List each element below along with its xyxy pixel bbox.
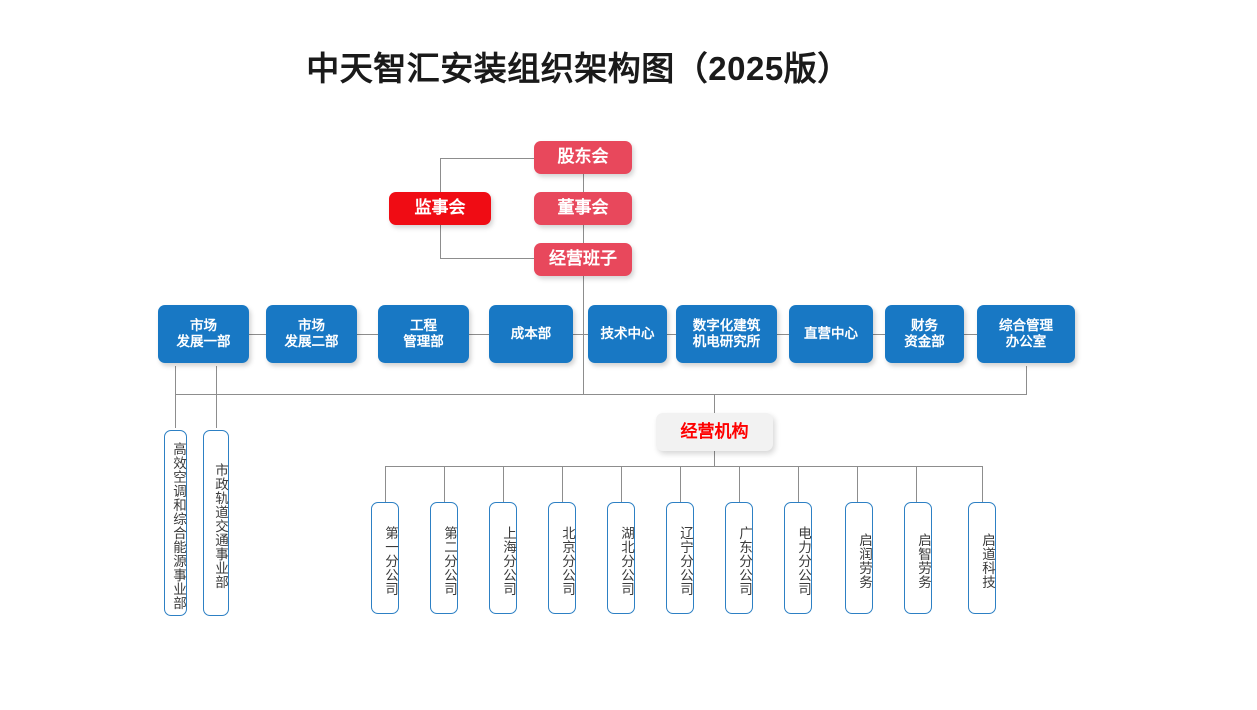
node-branch-qizhi-labor[interactable]: 启智劳务 — [904, 502, 932, 614]
connector-dept1-to-unit1 — [175, 366, 176, 428]
node-board-label: 董事会 — [557, 198, 609, 218]
page-title: 中天智汇安装组织架构图（2025版） — [306, 50, 851, 87]
connector-lower-left-bus — [175, 394, 740, 395]
node-department-market-development-1[interactable]: 市场 发展一部 — [158, 305, 249, 363]
node-branch-qidao-technology[interactable]: 启道科技 — [968, 502, 996, 614]
connector-branch-drop-8 — [798, 466, 799, 502]
dept-1-line-2: 发展一部 — [176, 334, 231, 349]
node-operating-group[interactable]: 经营机构 — [656, 413, 773, 451]
branch-4-label: 北京分公司 — [560, 526, 575, 596]
node-department-technology-center[interactable]: 技术中心 — [588, 305, 667, 363]
node-department-market-development-2[interactable]: 市场 发展二部 — [266, 305, 357, 363]
connector-branch-drop-4 — [562, 466, 563, 502]
branch-1-label: 第一分公司 — [383, 526, 398, 596]
connector-branch-drop-2 — [444, 466, 445, 502]
node-business-unit-hvac-integrated-energy[interactable]: 高效空调和综合能源事业部 — [164, 430, 187, 616]
branch-3-label: 上海分公司 — [501, 526, 516, 596]
dept-4-line-1: 成本部 — [510, 326, 552, 342]
connector-branch-drop-11 — [982, 466, 983, 502]
node-shareholders-label: 股东会 — [557, 147, 609, 167]
node-department-general-management-office[interactable]: 综合管理 办公室 — [977, 305, 1075, 363]
branch-7-label: 广东分公司 — [737, 526, 752, 596]
node-shareholders[interactable]: 股东会 — [534, 141, 632, 174]
node-branch-hubei[interactable]: 湖北分公司 — [607, 502, 635, 614]
node-branch-liaoning[interactable]: 辽宁分公司 — [666, 502, 694, 614]
node-management-label: 经营班子 — [549, 249, 617, 269]
node-department-engineering-management[interactable]: 工程 管理部 — [378, 305, 469, 363]
branch-11-label: 启道科技 — [980, 533, 995, 589]
connector-lower-right-bus — [740, 394, 1027, 395]
branch-10-label: 启智劳务 — [916, 533, 931, 589]
node-board-of-directors[interactable]: 董事会 — [534, 192, 632, 225]
business-unit-2-label: 市政轨道交通事业部 — [213, 463, 228, 589]
dept-8-line-1: 财务 — [911, 318, 938, 334]
connector-supervisory-bottom-arm — [440, 258, 535, 259]
node-business-unit-municipal-rail-transit[interactable]: 市政轨道交通事业部 — [203, 430, 229, 616]
node-management-team[interactable]: 经营班子 — [534, 243, 632, 276]
connector-branch-drop-6 — [680, 466, 681, 502]
dept-5-line-1: 技术中心 — [600, 326, 655, 342]
node-department-finance-funds[interactable]: 财务 资金部 — [885, 305, 964, 363]
dept-9-line-2: 办公室 — [1005, 334, 1047, 349]
connector-supervisory-top-arm — [440, 158, 535, 159]
node-branch-first-branch[interactable]: 第一分公司 — [371, 502, 399, 614]
dept-2-line-2: 发展二部 — [284, 334, 339, 349]
connector-branch-drop-1 — [385, 466, 386, 502]
node-department-cost[interactable]: 成本部 — [489, 305, 573, 363]
connector-to-operating-group — [714, 394, 715, 413]
branch-6-label: 辽宁分公司 — [678, 526, 693, 596]
operating-group-label: 经营机构 — [680, 421, 749, 441]
node-branch-qirun-labor[interactable]: 启润劳务 — [845, 502, 873, 614]
node-branch-beijing[interactable]: 北京分公司 — [548, 502, 576, 614]
node-branch-shanghai[interactable]: 上海分公司 — [489, 502, 517, 614]
node-branch-guangdong[interactable]: 广东分公司 — [725, 502, 753, 614]
dept-3-line-1: 工程 — [410, 318, 437, 334]
connector-branch-drop-7 — [739, 466, 740, 502]
dept-9-line-1: 综合管理 — [999, 318, 1053, 334]
connector-dept2-to-unit2 — [216, 366, 217, 428]
node-branch-second-branch[interactable]: 第二分公司 — [430, 502, 458, 614]
connector-dept9-down — [1026, 366, 1027, 394]
dept-7-line-1: 直营中心 — [804, 326, 858, 342]
dept-6-line-2: 机电研究所 — [692, 334, 761, 349]
dept-1-line-1: 市场 — [190, 318, 217, 334]
node-department-direct-operation-center[interactable]: 直营中心 — [789, 305, 873, 363]
business-unit-1-label: 高效空调和综合能源事业部 — [171, 442, 186, 610]
connector-board-management — [583, 225, 584, 244]
node-supervisory-label: 监事会 — [414, 198, 466, 218]
branch-8-label: 电力分公司 — [796, 526, 811, 596]
node-department-digital-building-mep-institute[interactable]: 数字化建筑 机电研究所 — [676, 305, 777, 363]
connector-branch-drop-10 — [916, 466, 917, 502]
node-branch-power[interactable]: 电力分公司 — [784, 502, 812, 614]
connector-branch-drop-5 — [621, 466, 622, 502]
connector-branch-drop-9 — [857, 466, 858, 502]
dept-6-line-1: 数字化建筑 — [692, 318, 761, 334]
branch-2-label: 第二分公司 — [442, 526, 457, 596]
connector-branch-drop-3 — [503, 466, 504, 502]
branch-5-label: 湖北分公司 — [619, 526, 634, 596]
dept-2-line-1: 市场 — [298, 318, 325, 334]
branch-9-label: 启润劳务 — [857, 533, 872, 589]
connector-operating-group-down — [714, 451, 715, 466]
connector-management-trunk — [583, 276, 584, 394]
dept-8-line-2: 资金部 — [904, 334, 945, 349]
node-supervisory-board[interactable]: 监事会 — [389, 192, 491, 225]
dept-3-line-2: 管理部 — [403, 334, 444, 349]
connector-branch-bus — [385, 466, 983, 467]
connector-shareholders-board — [583, 174, 584, 193]
